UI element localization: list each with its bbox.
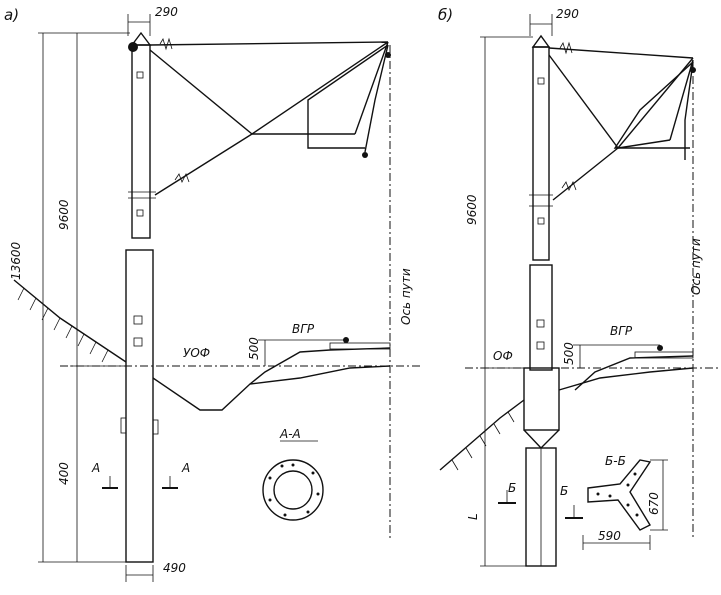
- ground-profile-b: [558, 367, 694, 391]
- ring-section-outer: [262, 459, 324, 521]
- dim-upper-b: 9600: [465, 194, 479, 225]
- panel-b: б) 290 Ось пути 9600: [438, 6, 720, 567]
- lower-pole-b: [529, 264, 553, 371]
- dim-vgr-b: 500: [562, 342, 576, 365]
- star-section: [587, 459, 652, 531]
- ground-level-b: ОФ: [493, 349, 513, 363]
- ground-level-a: УОФ: [183, 346, 210, 360]
- rail-level-b: ВГР: [610, 324, 633, 338]
- slope-b: [439, 399, 525, 471]
- rail-b: [634, 351, 694, 359]
- slope: [13, 279, 127, 363]
- panel-b-label: б): [438, 6, 453, 24]
- contact-wire: [362, 152, 368, 158]
- upper-pole: [131, 44, 151, 239]
- lower-pole: [125, 249, 154, 563]
- insulator-icon: [174, 173, 190, 183]
- insulator-icon: [559, 41, 573, 55]
- dim-vgr-a: 500: [247, 337, 261, 360]
- dim-bottom-a: 490: [163, 561, 186, 575]
- dim-section-width-b: 590: [598, 529, 621, 543]
- cantilever: [154, 133, 253, 196]
- dim-upper-a: 9600: [57, 199, 71, 230]
- ground-profile-a: [152, 365, 391, 411]
- section-mark-b-right: Б: [560, 484, 568, 498]
- dim-lower-a: 400: [57, 462, 71, 485]
- insulator-icon: [561, 181, 577, 191]
- section-title-a: А-А: [279, 427, 301, 441]
- section-mark-a-left: А: [91, 461, 100, 475]
- panel-a: а) 290 Ось пути: [4, 5, 420, 582]
- dim-top-b: 290: [556, 7, 579, 21]
- foundation-b: [523, 367, 560, 431]
- section-mark-b-left: Б: [508, 481, 516, 495]
- bracket-node: [128, 42, 138, 52]
- section-mark-a-right: А: [181, 461, 190, 475]
- stay-wire: [149, 49, 253, 135]
- dim-section-height-b: 670: [647, 492, 661, 515]
- section-title-b: Б-Б: [605, 454, 626, 468]
- track-axis-label-b: Ось пути: [689, 238, 703, 295]
- insulator-icon: [159, 37, 173, 51]
- dim-total-a: 13600: [9, 241, 23, 280]
- panel-a-label: а): [4, 6, 19, 24]
- dim-top-a: 290: [155, 5, 178, 19]
- dim-lower-b: L: [466, 513, 480, 520]
- track-axis-label-a: Ось пути: [399, 268, 413, 325]
- rail: [329, 342, 391, 350]
- ring-section-inner: [273, 470, 313, 510]
- upper-pole-b: [532, 46, 550, 261]
- rail-level-a: ВГР: [292, 322, 315, 336]
- messenger-wire: [149, 41, 389, 46]
